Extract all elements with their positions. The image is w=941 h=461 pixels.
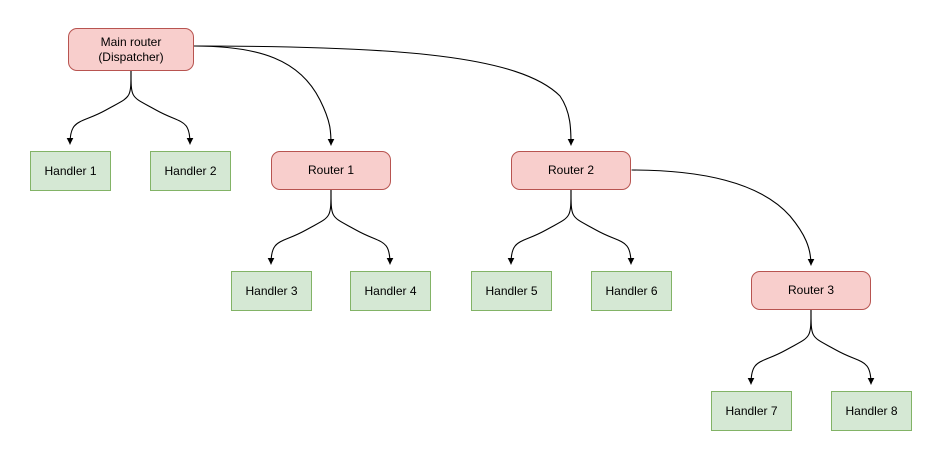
node-label-handler-2: Handler 2 — [164, 163, 217, 178]
node-main-router[interactable]: Main router (Dispatcher) — [68, 28, 194, 71]
node-label-handler-6: Handler 6 — [605, 283, 658, 298]
edge-main-router-to-router-2 — [193, 45, 575, 146]
node-handler-5[interactable]: Handler 5 — [471, 271, 552, 311]
node-handler-7[interactable]: Handler 7 — [711, 391, 792, 431]
node-handler-4[interactable]: Handler 4 — [350, 271, 431, 311]
edge-router-1-to-handler-3 — [267, 189, 332, 265]
node-router-1[interactable]: Router 1 — [271, 151, 391, 190]
edge-main-router-to-router-1 — [193, 45, 335, 146]
node-handler-6[interactable]: Handler 6 — [591, 271, 672, 311]
node-label-handler-5: Handler 5 — [485, 283, 538, 298]
node-label-handler-1: Handler 1 — [44, 163, 97, 178]
edges-group — [66, 45, 875, 385]
node-handler-8[interactable]: Handler 8 — [831, 391, 912, 431]
node-handler-1[interactable]: Handler 1 — [30, 151, 111, 191]
node-label-handler-3: Handler 3 — [245, 283, 298, 298]
node-router-2[interactable]: Router 2 — [511, 151, 631, 190]
node-label-handler-4: Handler 4 — [364, 283, 417, 298]
edge-main-router-to-handler-1 — [66, 70, 132, 145]
edge-router-2-to-handler-5 — [507, 189, 572, 265]
edge-router-2-to-router-3 — [631, 169, 815, 266]
edge-router-3-to-handler-8 — [810, 309, 875, 385]
node-label-router-1: Router 1 — [307, 163, 355, 177]
node-router-3[interactable]: Router 3 — [751, 271, 871, 310]
node-label-router-3: Router 3 — [787, 283, 835, 297]
node-handler-2[interactable]: Handler 2 — [150, 151, 231, 191]
edge-router-1-to-handler-4 — [330, 189, 394, 265]
node-label-main-router: Main router (Dispatcher) — [98, 34, 164, 64]
node-label-handler-7: Handler 7 — [725, 403, 778, 418]
edge-router-3-to-handler-7 — [747, 309, 812, 385]
node-label-router-2: Router 2 — [547, 163, 595, 177]
node-handler-3[interactable]: Handler 3 — [231, 271, 312, 311]
node-label-handler-8: Handler 8 — [845, 403, 898, 418]
edge-main-router-to-handler-2 — [130, 70, 194, 145]
edge-router-2-to-handler-6 — [570, 189, 635, 265]
